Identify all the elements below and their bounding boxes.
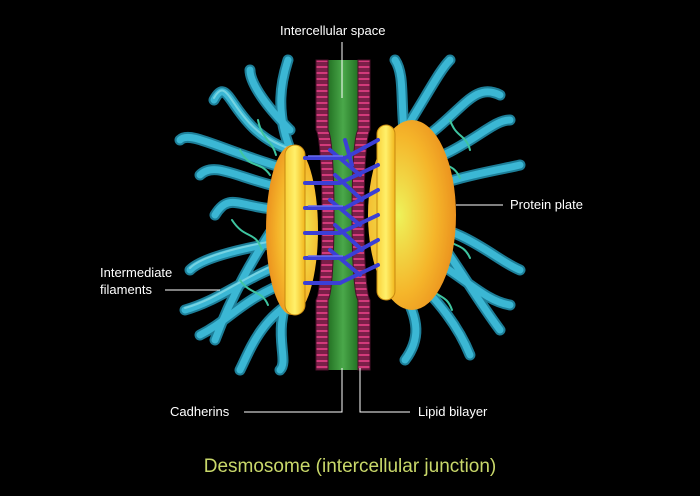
cadherins-label: Cadherins — [170, 404, 230, 419]
intermediate-filaments-label-line2: filaments — [100, 282, 153, 297]
intercellular-space-region — [326, 60, 360, 370]
cadherin-detail — [308, 155, 343, 257]
intercellular-space-label: Intercellular space — [280, 23, 386, 38]
diagram-title: Desmosome (intercellular junction) — [203, 456, 497, 477]
intermediate-filaments-label-line1: Intermediate — [100, 265, 173, 280]
lipid-bilayer-label: Lipid bilayer — [418, 404, 488, 419]
protein-plate-label: Protein plate — [510, 197, 583, 212]
right-filament-bundle-icon — [389, 54, 526, 366]
cadherin-icon — [303, 138, 380, 285]
leader-lines — [165, 42, 503, 413]
protein-plate-bar-left — [284, 144, 306, 316]
protein-plate-bar-right — [376, 124, 396, 301]
